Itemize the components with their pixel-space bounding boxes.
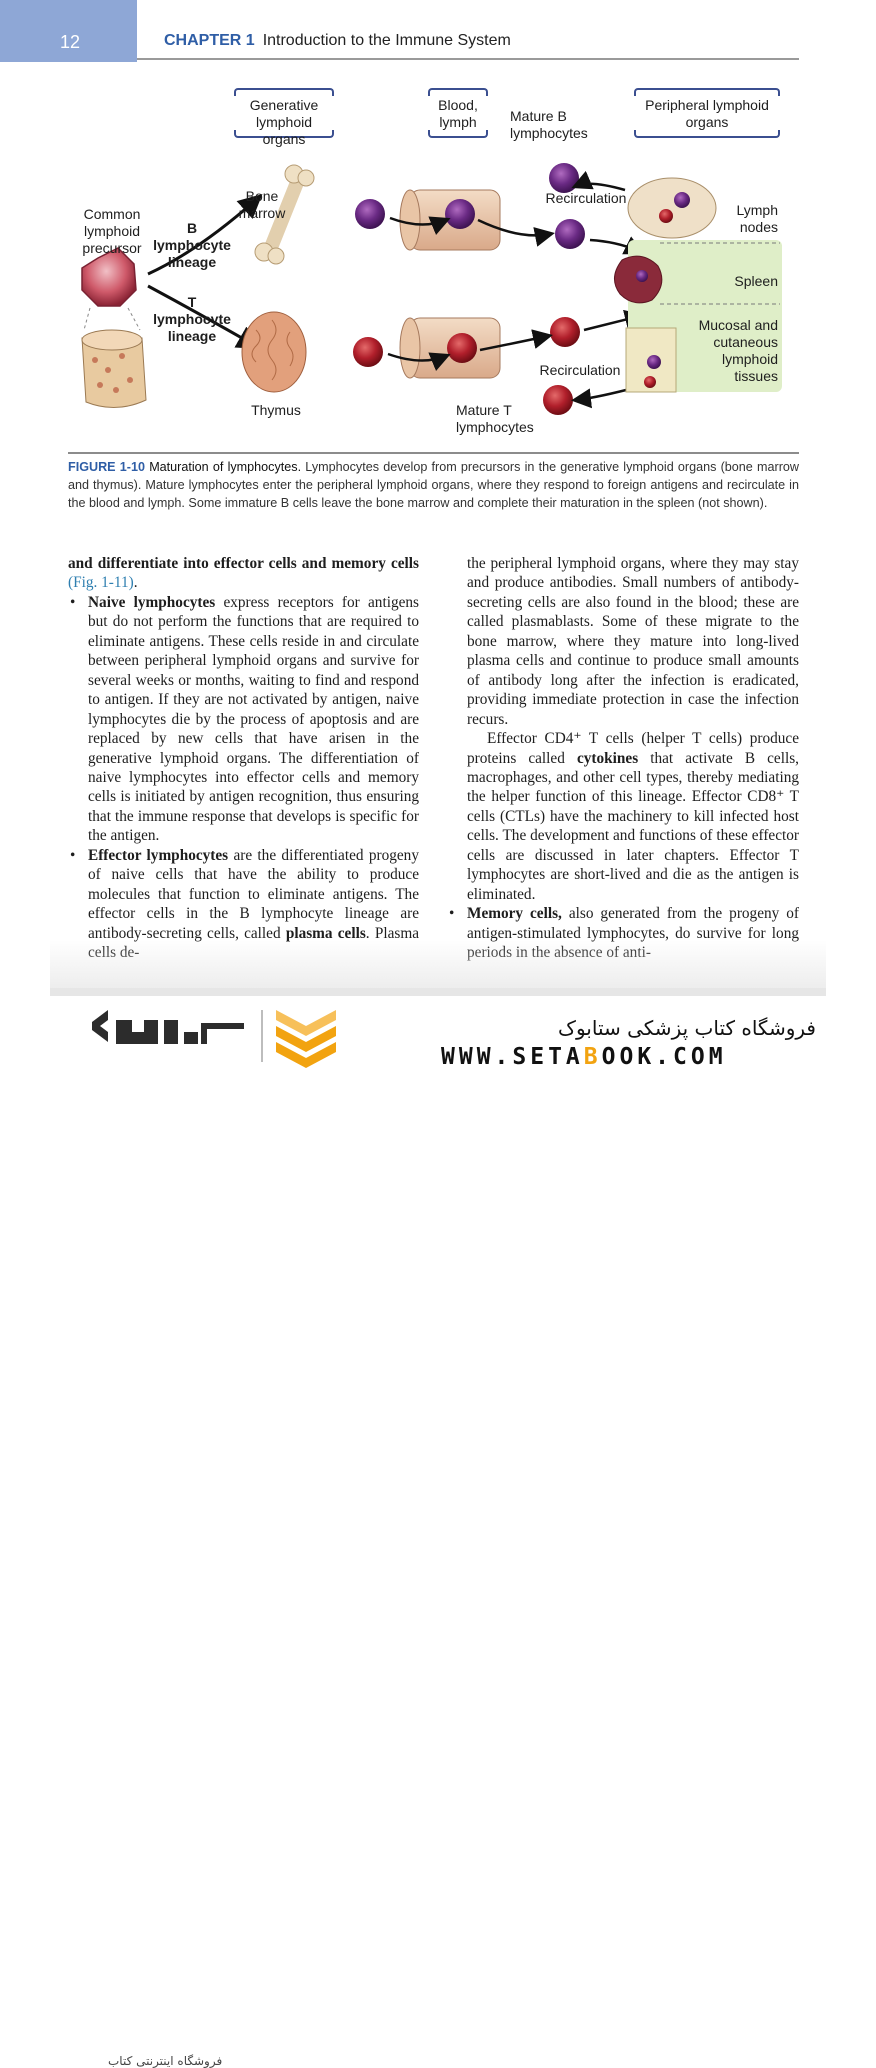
figure-maturation-of-lymphocytes: Generative lymphoid organs Blood, lymph … <box>50 80 800 450</box>
logo-book-icon <box>276 1010 336 1068</box>
bone-section-illustration <box>81 329 147 408</box>
label-spleen: Spleen <box>734 273 778 289</box>
chapter-title: Introduction to the Immune System <box>262 32 511 49</box>
caption-title: Maturation of lymphocytes. <box>149 460 302 474</box>
label-common-lymphoid-precursor: Common lymphoid precursor <box>82 206 142 256</box>
label-blood-lymph: Blood, lymph <box>438 97 478 130</box>
caption-label: FIGURE 1-10 <box>68 460 145 474</box>
t-cell <box>353 337 383 367</box>
paragraph: and differentiate into effector cells an… <box>68 554 419 593</box>
logo-wordmark-icon <box>116 1020 244 1044</box>
bullet-text: are the differentiated progeny of naive … <box>88 846 419 942</box>
t-cell <box>543 385 573 415</box>
punctuation: . <box>133 574 138 592</box>
label-t-lymphocyte-lineage: T lymphocyte lineage <box>153 294 231 344</box>
figure-reference-link[interactable]: (Fig. 1-11) <box>68 574 134 592</box>
b-cell <box>549 163 579 193</box>
thymus-illustration <box>241 311 307 393</box>
recirculation-arrow <box>571 388 627 409</box>
label-mature-b-lymphocytes: Mature B lymphocytes <box>510 108 588 141</box>
label-mature-t-lymphocytes: Mature T lymphocytes <box>456 402 534 435</box>
label-peripheral-lymphoid-organs: Peripheral lymphoid organs <box>645 97 769 130</box>
label-recirculation-b: Recirculation <box>545 190 627 206</box>
bracket-peripheral <box>634 88 780 138</box>
bullet-text: express receptors for antigens but do no… <box>88 593 419 845</box>
b-cell <box>555 219 585 249</box>
page-bottom-fade <box>50 940 826 996</box>
figure-caption: FIGURE 1-10 Maturation of lymphocytes. L… <box>68 458 799 512</box>
bullet-naive-lymphocytes: Naive lymphocytes express receptors for … <box>68 593 419 846</box>
url-part: WWW.SETA <box>441 1044 584 1070</box>
figure-illustration <box>81 163 782 415</box>
label-b-lymphocyte-lineage: B lymphocyte lineage <box>153 220 231 270</box>
page-number: 12 <box>60 32 81 52</box>
url-part: OOK.COM <box>601 1044 727 1070</box>
shop-name: فروشگاه کتاب پزشکی ستابوک <box>558 1016 816 1040</box>
caption-text: Lymphocytes develop from precursors in t… <box>68 460 799 510</box>
b-cell <box>445 199 475 229</box>
bracket-generative <box>234 88 334 138</box>
paragraph-text: Effector CD4⁺ T cells (helper T cells) p… <box>467 730 799 767</box>
peripheral-organs-panel <box>614 177 782 393</box>
bold-phrase: and differentiate into effector cells an… <box>68 555 419 572</box>
paragraph: the peripheral lymphoid organs, where th… <box>467 555 799 728</box>
recirculation-arrow <box>571 170 626 192</box>
paragraph: Effector CD4⁺ T cells (helper T cells) p… <box>467 729 799 904</box>
flow-arrow <box>477 218 555 247</box>
label-recirculation-t: Recirculation <box>539 362 621 378</box>
label-bone-marrow: Bone marrow <box>238 188 286 221</box>
flow-arrow <box>389 216 451 235</box>
chapter-label: CHAPTER 1 <box>164 32 255 49</box>
term-plasma-cells: plasma cells <box>285 924 366 942</box>
header-rule <box>137 58 799 60</box>
website-url[interactable]: WWW.SETABOOK.COM <box>441 1044 727 1070</box>
footer-banner: فروشگاه اینترنتی کتاب فروشگاه کتاب پزشکی… <box>0 996 876 2068</box>
label-mucosal-cutaneous-tissues: Mucosal and cutaneous lymphoid tissues <box>698 317 778 384</box>
paragraph-text: that activate B cells, macrophages, and … <box>467 749 799 903</box>
bracket-blood-lymph <box>428 88 488 138</box>
page-bottom-edge <box>50 988 826 996</box>
setabook-logo <box>92 1010 336 1068</box>
lymph-node-illustration <box>627 177 717 239</box>
label-thymus: Thymus <box>251 402 301 418</box>
term-memory-cells: Memory cells, <box>467 905 562 923</box>
b-cell <box>355 199 385 229</box>
term-cytokines: cytokines <box>576 749 639 767</box>
term-naive-lymphocytes: Naive lymphocytes <box>88 593 216 611</box>
logo-chevron-icon <box>92 1010 108 1042</box>
label-lymph-nodes: Lymph nodes <box>736 202 778 235</box>
body-column-left: and differentiate into effector cells an… <box>68 554 419 963</box>
label-generative-lymphoid-organs: Generative lymphoid organs <box>249 97 319 147</box>
logo-tagline: فروشگاه اینترنتی کتاب <box>108 2054 223 2068</box>
precursor-cell <box>81 247 141 331</box>
caption-rule <box>68 452 799 454</box>
page-number-box <box>0 0 137 62</box>
bone-marrow-illustration <box>254 164 315 265</box>
body-column-right: the peripheral lymphoid organs, where th… <box>449 554 799 963</box>
b-lineage-arrow <box>147 193 263 276</box>
t-cell <box>550 317 580 347</box>
t-cell <box>447 333 477 363</box>
url-accent-letter: B <box>583 1044 602 1070</box>
flow-arrow <box>479 329 553 352</box>
running-header: CHAPTER 1 Introduction to the Immune Syst… <box>164 32 511 50</box>
flow-arrow <box>387 352 451 371</box>
term-effector-lymphocytes: Effector lymphocytes <box>88 846 229 864</box>
